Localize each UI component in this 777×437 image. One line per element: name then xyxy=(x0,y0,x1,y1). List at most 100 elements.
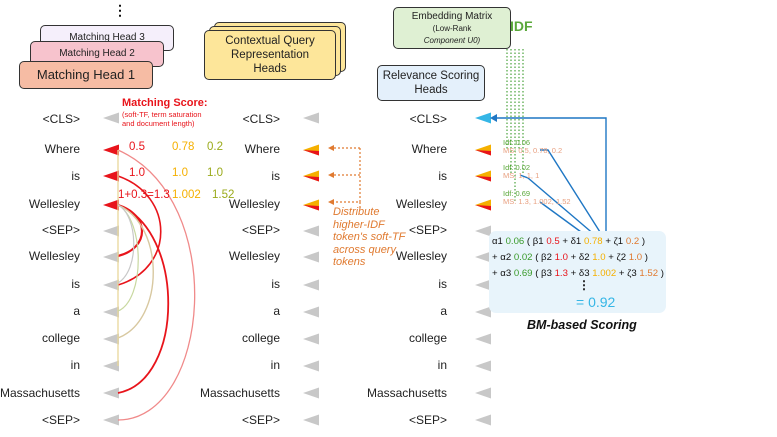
arc-wellesley-a xyxy=(117,204,139,312)
tok-mid-cls: <CLS> xyxy=(242,112,280,126)
arc-wellesley-is xyxy=(117,204,135,284)
tok-mid-college: college xyxy=(241,331,280,345)
arc-is-is xyxy=(117,175,162,286)
formula-line-2: + α2 0.02 ( β2 1.0 + δ2 1.0 + ζ2 1.0 ) xyxy=(492,252,648,263)
distribute-arrowheads xyxy=(328,145,334,205)
contextual-head-line-1: Contextual Query xyxy=(225,35,315,47)
token-triangle-c0-r2 xyxy=(103,170,119,182)
score-is-orange: 1.0 xyxy=(172,167,188,179)
matching-head-1-label: Matching Head 1 xyxy=(36,67,136,82)
distribute-line-1: Distribute xyxy=(333,206,380,218)
token-triangle-c2-r2-accent xyxy=(475,176,491,182)
token-triangle-c2-r4 xyxy=(475,225,491,237)
score-where-orange: 0.78 xyxy=(172,141,195,153)
ann-is-idf: Idf: 0.02 xyxy=(503,163,531,172)
matching-score-title: Matching Score: xyxy=(122,97,208,109)
score-where-olive: 0.2 xyxy=(207,141,223,153)
tok-mid-is: is xyxy=(271,169,280,183)
token-triangle-c2-r11 xyxy=(475,414,491,426)
tok-left-wellesley: Wellesley xyxy=(28,197,80,211)
token-triangle-c1-r2-accent xyxy=(303,176,319,182)
relevance-heads-line-1: Relevance Scoring xyxy=(382,70,480,82)
tok-right-sep2: <SEP> xyxy=(408,413,447,427)
token-triangle-c0-r11 xyxy=(103,414,119,426)
tok-mid-where: Where xyxy=(244,142,280,156)
token-triangle-c0-r5 xyxy=(103,251,119,263)
token-triangle-c0-r9 xyxy=(103,360,119,372)
token-triangle-c2-r8 xyxy=(475,333,491,345)
token-triangle-c2-r0 xyxy=(475,112,491,124)
relevance-heads-line-2: Heads xyxy=(414,84,448,96)
token-triangle-c2-r5 xyxy=(475,251,491,263)
score-is-red: 1.0 xyxy=(129,167,145,179)
formula-dots: ⋮ xyxy=(578,278,590,292)
idf-label: IDF xyxy=(510,18,533,34)
distribute-line-4: across query xyxy=(333,243,396,256)
token-triangle-c2-r9 xyxy=(475,360,491,372)
tok-right-sep1: <SEP> xyxy=(408,223,447,237)
score-wellesley-olive: 1.52 xyxy=(212,189,235,201)
tok-left-sep1: <SEP> xyxy=(41,223,80,237)
tok-right-cls: <CLS> xyxy=(409,112,447,126)
token-triangle-c0-r10 xyxy=(103,387,119,399)
contextual-head-line-2: Representation xyxy=(231,49,309,61)
score-wellesley-orange: 1.002 xyxy=(172,189,201,201)
embedding-matrix-sub1: (Low-Rank xyxy=(432,24,472,33)
tok-left-college: college xyxy=(41,331,80,345)
token-triangle-c1-r7 xyxy=(303,306,319,318)
idf-dotted-lines xyxy=(506,49,524,202)
token-triangle-c1-r0 xyxy=(303,112,319,124)
tok-right-is2: is xyxy=(438,277,447,291)
token-triangle-c1-r9 xyxy=(303,360,319,372)
formula-line-1: α1 0.06 ( β1 0.5 + δ1 0.78 + ζ1 0.2 ) xyxy=(492,236,646,247)
tok-mid-sep2: <SEP> xyxy=(241,413,280,427)
tok-left-massachusetts: Massachusetts xyxy=(0,386,80,400)
distribute-arrows xyxy=(332,147,361,203)
token-triangle-c1-r8 xyxy=(303,333,319,345)
matching-head-3-label: Matching Head 3 xyxy=(69,32,145,43)
arc-wellesley-college xyxy=(117,204,154,339)
token-triangle-c1-r3-accent xyxy=(303,205,319,211)
tok-left-is: is xyxy=(71,169,80,183)
scoring-arrowhead xyxy=(490,114,497,122)
tok-left-wellesley2: Wellesley xyxy=(28,249,80,263)
token-triangle-c2-r1-accent xyxy=(475,150,491,156)
contextual-head-line-3: Heads xyxy=(253,63,287,75)
token-triangle-c2-r3-accent xyxy=(475,205,491,211)
embedding-matrix-sub2: Component U0) xyxy=(423,36,481,45)
matching-score-line1: (soft-TF, term saturation xyxy=(122,110,202,119)
token-triangles xyxy=(103,112,491,426)
tok-left-sep2: <SEP> xyxy=(41,413,80,427)
formula-line-3: + α3 0.69 ( β3 1.3 + δ3 1.002 + ζ3 1.52 … xyxy=(492,268,664,279)
token-triangle-c2-r6 xyxy=(475,279,491,291)
tok-left-in: in xyxy=(70,358,80,372)
distribute-line-2: higher-IDF xyxy=(333,218,385,231)
token-triangle-c0-r7 xyxy=(103,306,119,318)
tok-mid-wellesley2: Wellesley xyxy=(228,249,280,263)
formula-result: = 0.92 xyxy=(576,294,616,310)
distribute-line-3: token's soft-TF xyxy=(333,231,406,243)
formula-panel xyxy=(489,231,666,313)
tok-right-a: a xyxy=(440,304,447,318)
tok-left-a: a xyxy=(73,304,80,318)
relevance-heads-box: Relevance Scoring Heads xyxy=(377,65,485,101)
tok-left-cls: <CLS> xyxy=(42,112,80,126)
tok-right-where: Where xyxy=(411,142,447,156)
token-triangle-c1-r6 xyxy=(303,279,319,291)
tok-right-is: is xyxy=(438,169,447,183)
tok-right-in: in xyxy=(437,358,447,372)
tok-mid-massachusetts: Massachusetts xyxy=(199,386,280,400)
tok-mid-a: a xyxy=(273,304,280,318)
matching-head-2-label: Matching Head 2 xyxy=(59,48,135,59)
bm-scoring-caption: BM-based Scoring xyxy=(527,318,637,332)
token-triangle-c1-r11 xyxy=(303,414,319,426)
token-triangle-c0-r0 xyxy=(103,112,119,124)
token-triangle-c1-r10 xyxy=(303,387,319,399)
token-triangle-c1-r4 xyxy=(303,225,319,237)
token-triangle-c1-r5 xyxy=(303,251,319,263)
distribute-text: Distribute higher-IDF token's soft-TF ac… xyxy=(333,206,405,269)
ann-where-idf: Idf: 0.06 xyxy=(503,138,531,147)
score-is-olive: 1.0 xyxy=(207,167,223,179)
